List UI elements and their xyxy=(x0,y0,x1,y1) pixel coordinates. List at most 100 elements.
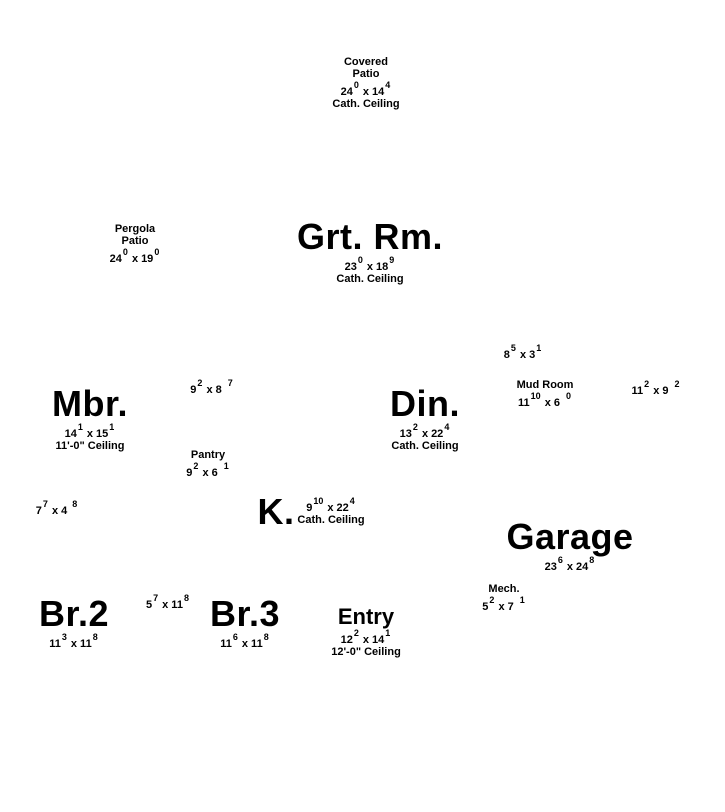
dim-width-inches: 0 xyxy=(122,247,128,257)
dim-separator: x xyxy=(362,634,370,646)
room-name: Patio xyxy=(121,235,149,247)
dim-width-inches: 3 xyxy=(61,632,67,642)
dim-width: 24 xyxy=(340,86,353,98)
dim-height: 22 xyxy=(336,502,349,514)
room-name: Entry xyxy=(337,604,395,629)
dim-width: 5 xyxy=(482,601,489,613)
room-name: Covered xyxy=(343,56,389,68)
dim-height-inches: 1 xyxy=(385,628,391,638)
dim-height: 4 xyxy=(61,505,68,517)
room-name: Br.2 xyxy=(38,593,110,634)
dim-height-inches: 8 xyxy=(183,593,189,603)
dim-height: 15 xyxy=(96,428,109,440)
dim-width: 11 xyxy=(631,385,644,397)
dim-height-inches: 1 xyxy=(536,343,542,353)
dim-width: 23 xyxy=(544,561,557,573)
dim-width: 5 xyxy=(146,599,153,611)
dim-width: 8 xyxy=(503,349,510,361)
dim-height: 19 xyxy=(141,253,154,265)
dim-height-inches: 7 xyxy=(227,378,233,388)
dim-height-inches: 4 xyxy=(444,422,450,432)
dim-separator: x xyxy=(421,428,429,440)
dim-width: 9 xyxy=(190,384,197,396)
ceiling-note: Cath. Ceiling xyxy=(391,440,459,452)
dim-width: 24 xyxy=(109,253,122,265)
dim-height-inches: 1 xyxy=(519,595,525,605)
ceiling-note: Cath. Ceiling xyxy=(336,273,404,285)
dim-height-inches: 8 xyxy=(72,499,78,509)
dim-height-inches: 0 xyxy=(565,391,571,401)
dim-width: 9 xyxy=(306,502,313,514)
dim-width: 11 xyxy=(518,397,530,409)
dim-width-inches: 10 xyxy=(313,496,324,506)
dim-height: 24 xyxy=(576,561,589,573)
dim-width-inches: 7 xyxy=(42,499,48,509)
dim-height: 11 xyxy=(171,599,183,611)
dim-height-inches: 1 xyxy=(223,461,229,471)
room-name: Patio xyxy=(352,68,380,80)
dim-width: 11 xyxy=(220,638,232,650)
dim-height: 9 xyxy=(662,385,669,397)
dim-height: 18 xyxy=(376,261,389,273)
dim-separator: x xyxy=(70,638,78,650)
dim-width: 9 xyxy=(186,467,193,479)
dim-height-inches: 2 xyxy=(674,379,680,389)
room-name: Mbr. xyxy=(51,383,129,424)
room-label-kitchen: K. xyxy=(258,494,295,530)
dim-separator: x xyxy=(544,397,551,409)
dim-height-inches: 8 xyxy=(589,555,595,565)
dim-width: 12 xyxy=(340,634,353,646)
room-name: Mech. xyxy=(488,583,520,595)
dim-height-inches: 0 xyxy=(154,247,160,257)
dim-separator: x xyxy=(327,502,334,514)
dim-separator: x xyxy=(566,561,574,573)
dim-separator: x xyxy=(202,467,209,479)
room-name: Pantry xyxy=(190,449,226,461)
room-name: Pergola xyxy=(114,223,156,235)
dim-height-inches: 4 xyxy=(385,80,391,90)
dim-width-inches: 5 xyxy=(510,343,516,353)
dim-width-inches: 7 xyxy=(153,593,159,603)
room-name: Br.3 xyxy=(209,593,281,634)
dim-width-inches: 2 xyxy=(412,422,418,432)
dim-width-inches: 0 xyxy=(357,255,363,265)
dim-width-inches: 2 xyxy=(489,595,495,605)
ceiling-note: Cath. Ceiling xyxy=(332,98,400,110)
dim-separator: x xyxy=(162,599,169,611)
dim-width: 7 xyxy=(35,505,42,517)
dim-height: 22 xyxy=(431,428,444,440)
dim-height-inches: 4 xyxy=(349,496,355,506)
dim-width: 13 xyxy=(399,428,412,440)
dim-width-inches: 10 xyxy=(530,391,541,401)
room-name: Grt. Rm. xyxy=(296,216,444,257)
dim-separator: x xyxy=(241,638,249,650)
dim-width: 23 xyxy=(344,261,357,273)
dim-width-inches: 6 xyxy=(557,555,563,565)
